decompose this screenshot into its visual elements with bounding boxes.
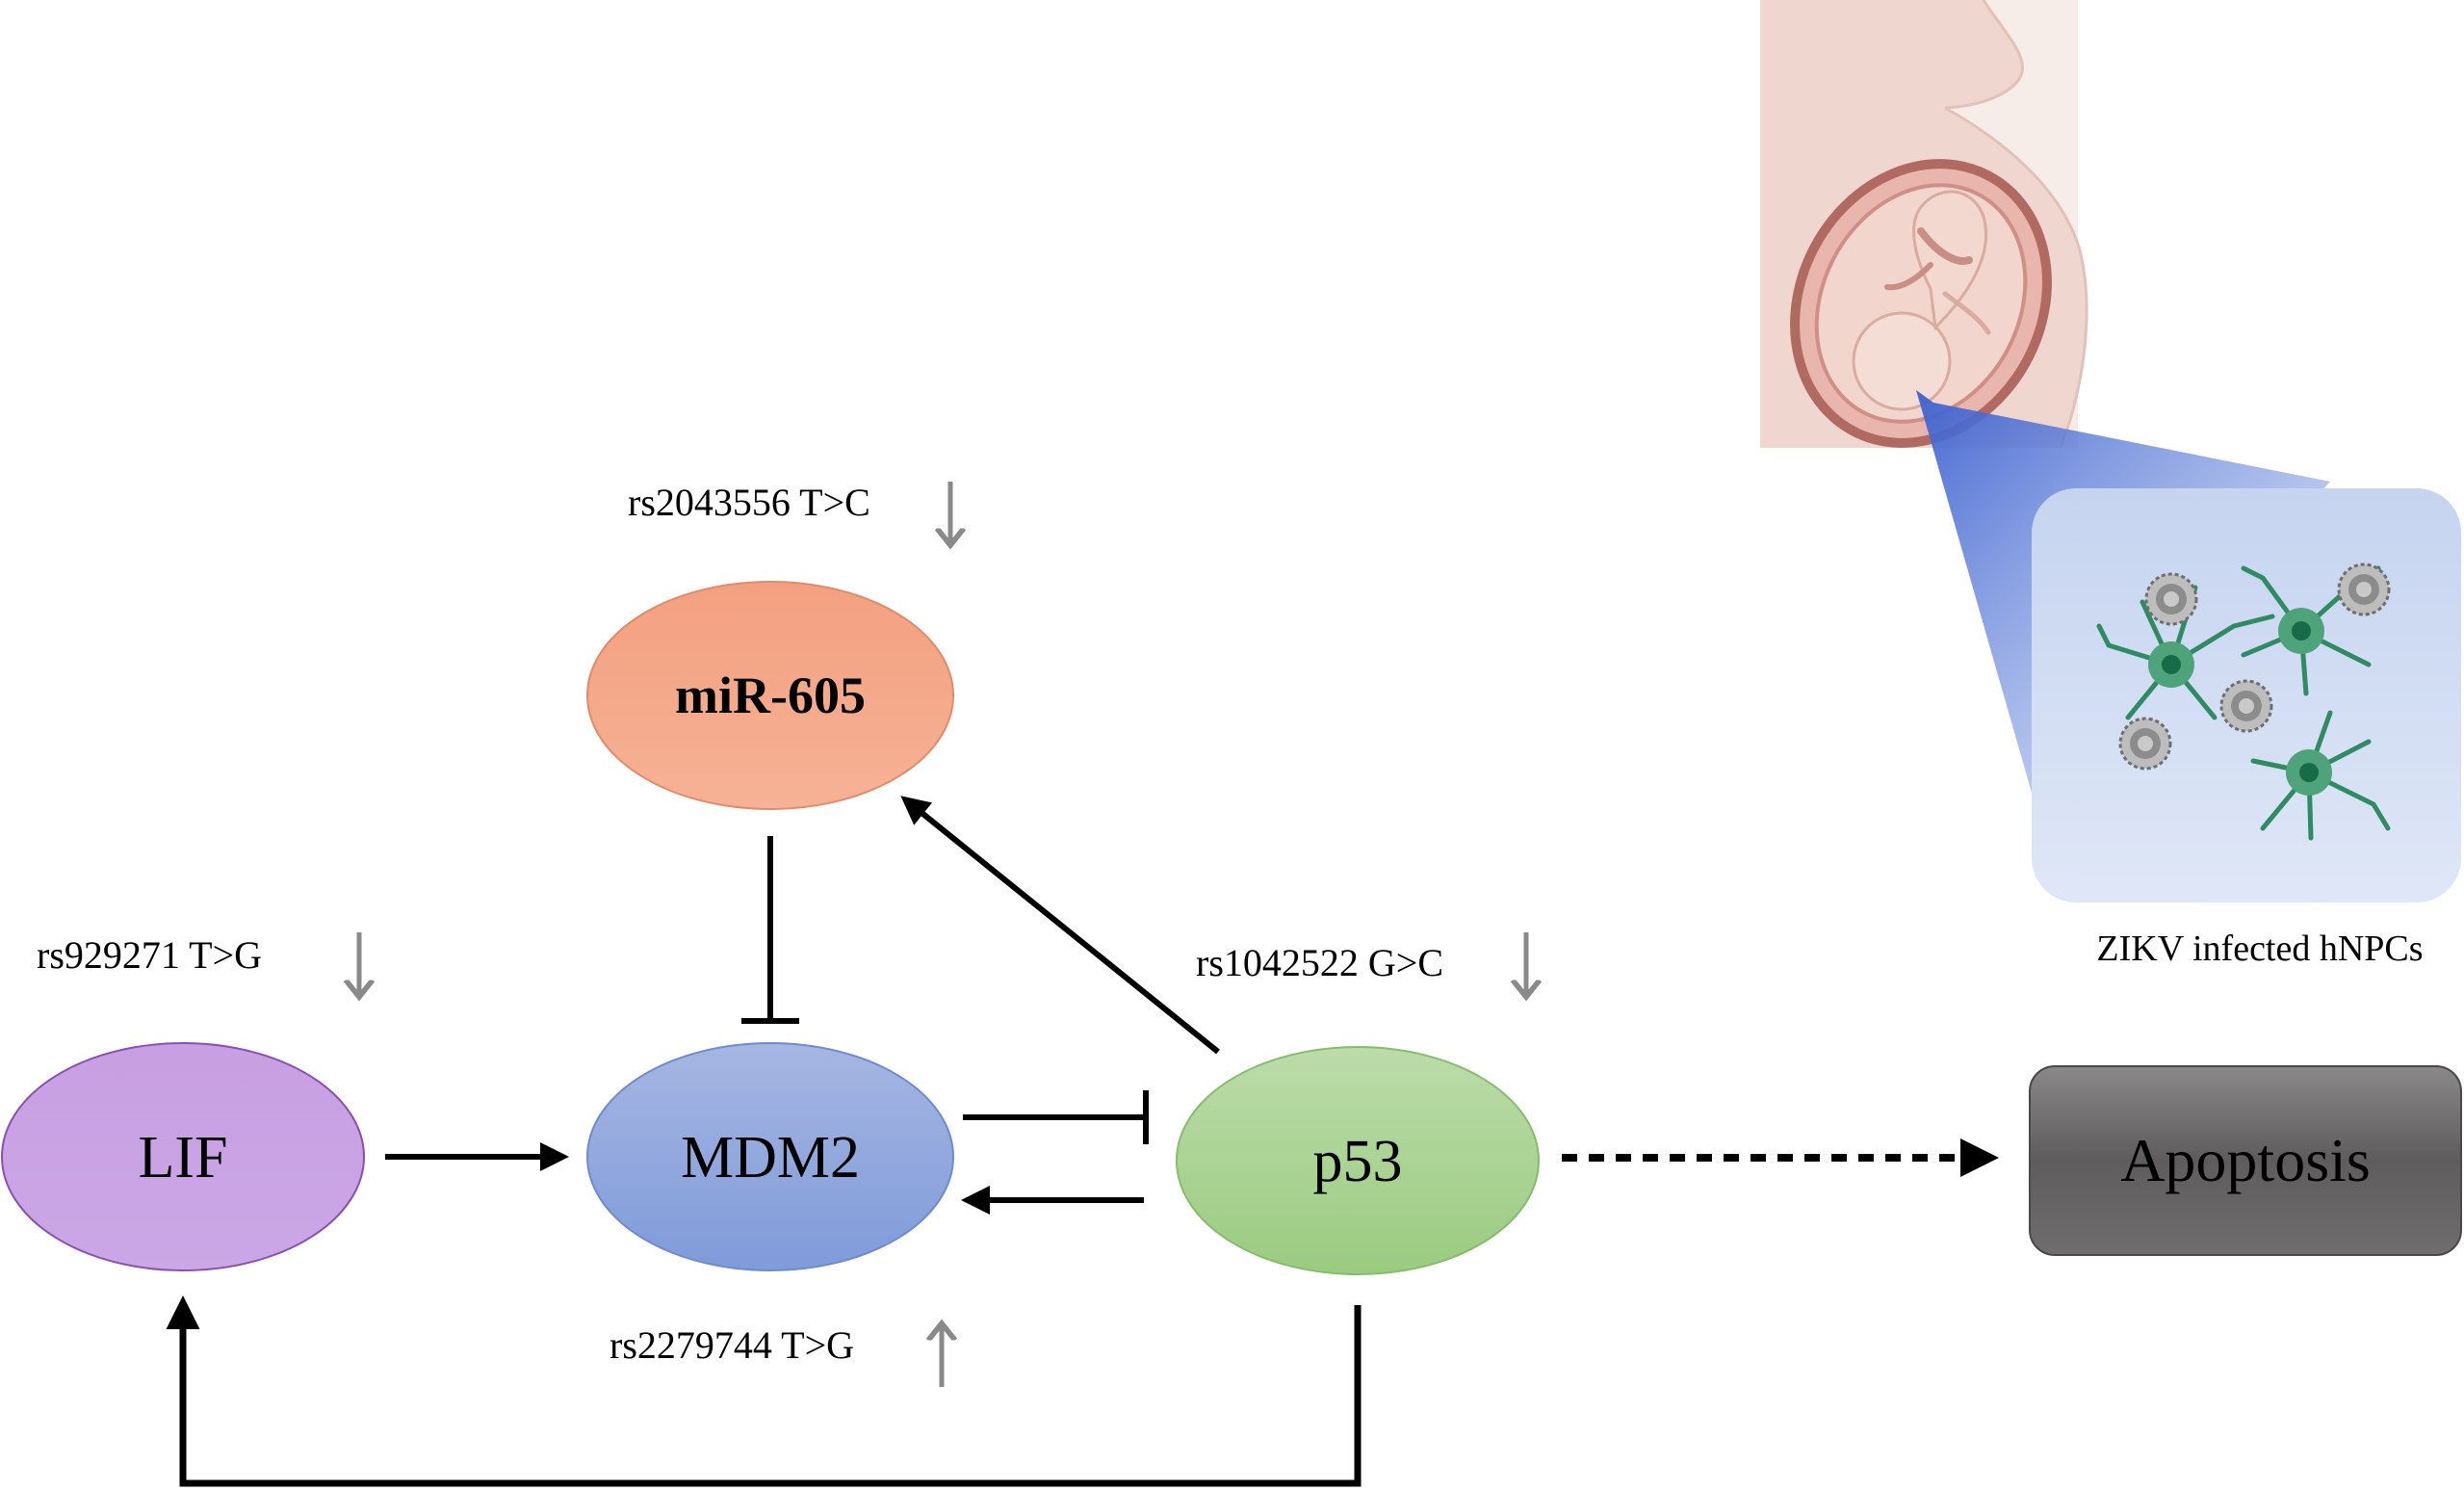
pregnant-woman-illustration xyxy=(1760,0,2088,449)
edge-p53-to-mir605 xyxy=(900,796,1220,1055)
lif-label: LIF xyxy=(139,1125,228,1190)
lif-node xyxy=(1,1042,365,1271)
fetus-shape xyxy=(1852,190,1991,411)
mdm2-label: MDM2 xyxy=(681,1125,860,1190)
zika-virus-particles xyxy=(2118,562,2391,771)
snp-label-lif: rs929271 T>G xyxy=(37,933,262,977)
mir605-node xyxy=(586,581,954,810)
mir605-label: miR-605 xyxy=(675,667,866,724)
p53-label: p53 xyxy=(1313,1129,1403,1194)
snp-label-mdm2: rs2279744 T>G xyxy=(610,1323,854,1367)
apoptosis-label: Apoptosis xyxy=(2120,1126,2371,1194)
edge-p53-to-lif xyxy=(166,1295,1362,1487)
neuron-cells xyxy=(2096,565,2391,841)
inset-caption: ZIKV infected hNPCs xyxy=(2096,929,2423,969)
hnpc-inset xyxy=(2032,488,2461,902)
snp-label-p53: rs1042522 G>C xyxy=(1196,941,1443,984)
apoptosis-node xyxy=(2029,1065,2462,1256)
neuron-bodies xyxy=(2148,608,2332,796)
mdm2-node xyxy=(586,1042,954,1271)
snp-label-mir605: rs2043556 T>C xyxy=(628,481,870,524)
p53-node xyxy=(1176,1046,1540,1275)
